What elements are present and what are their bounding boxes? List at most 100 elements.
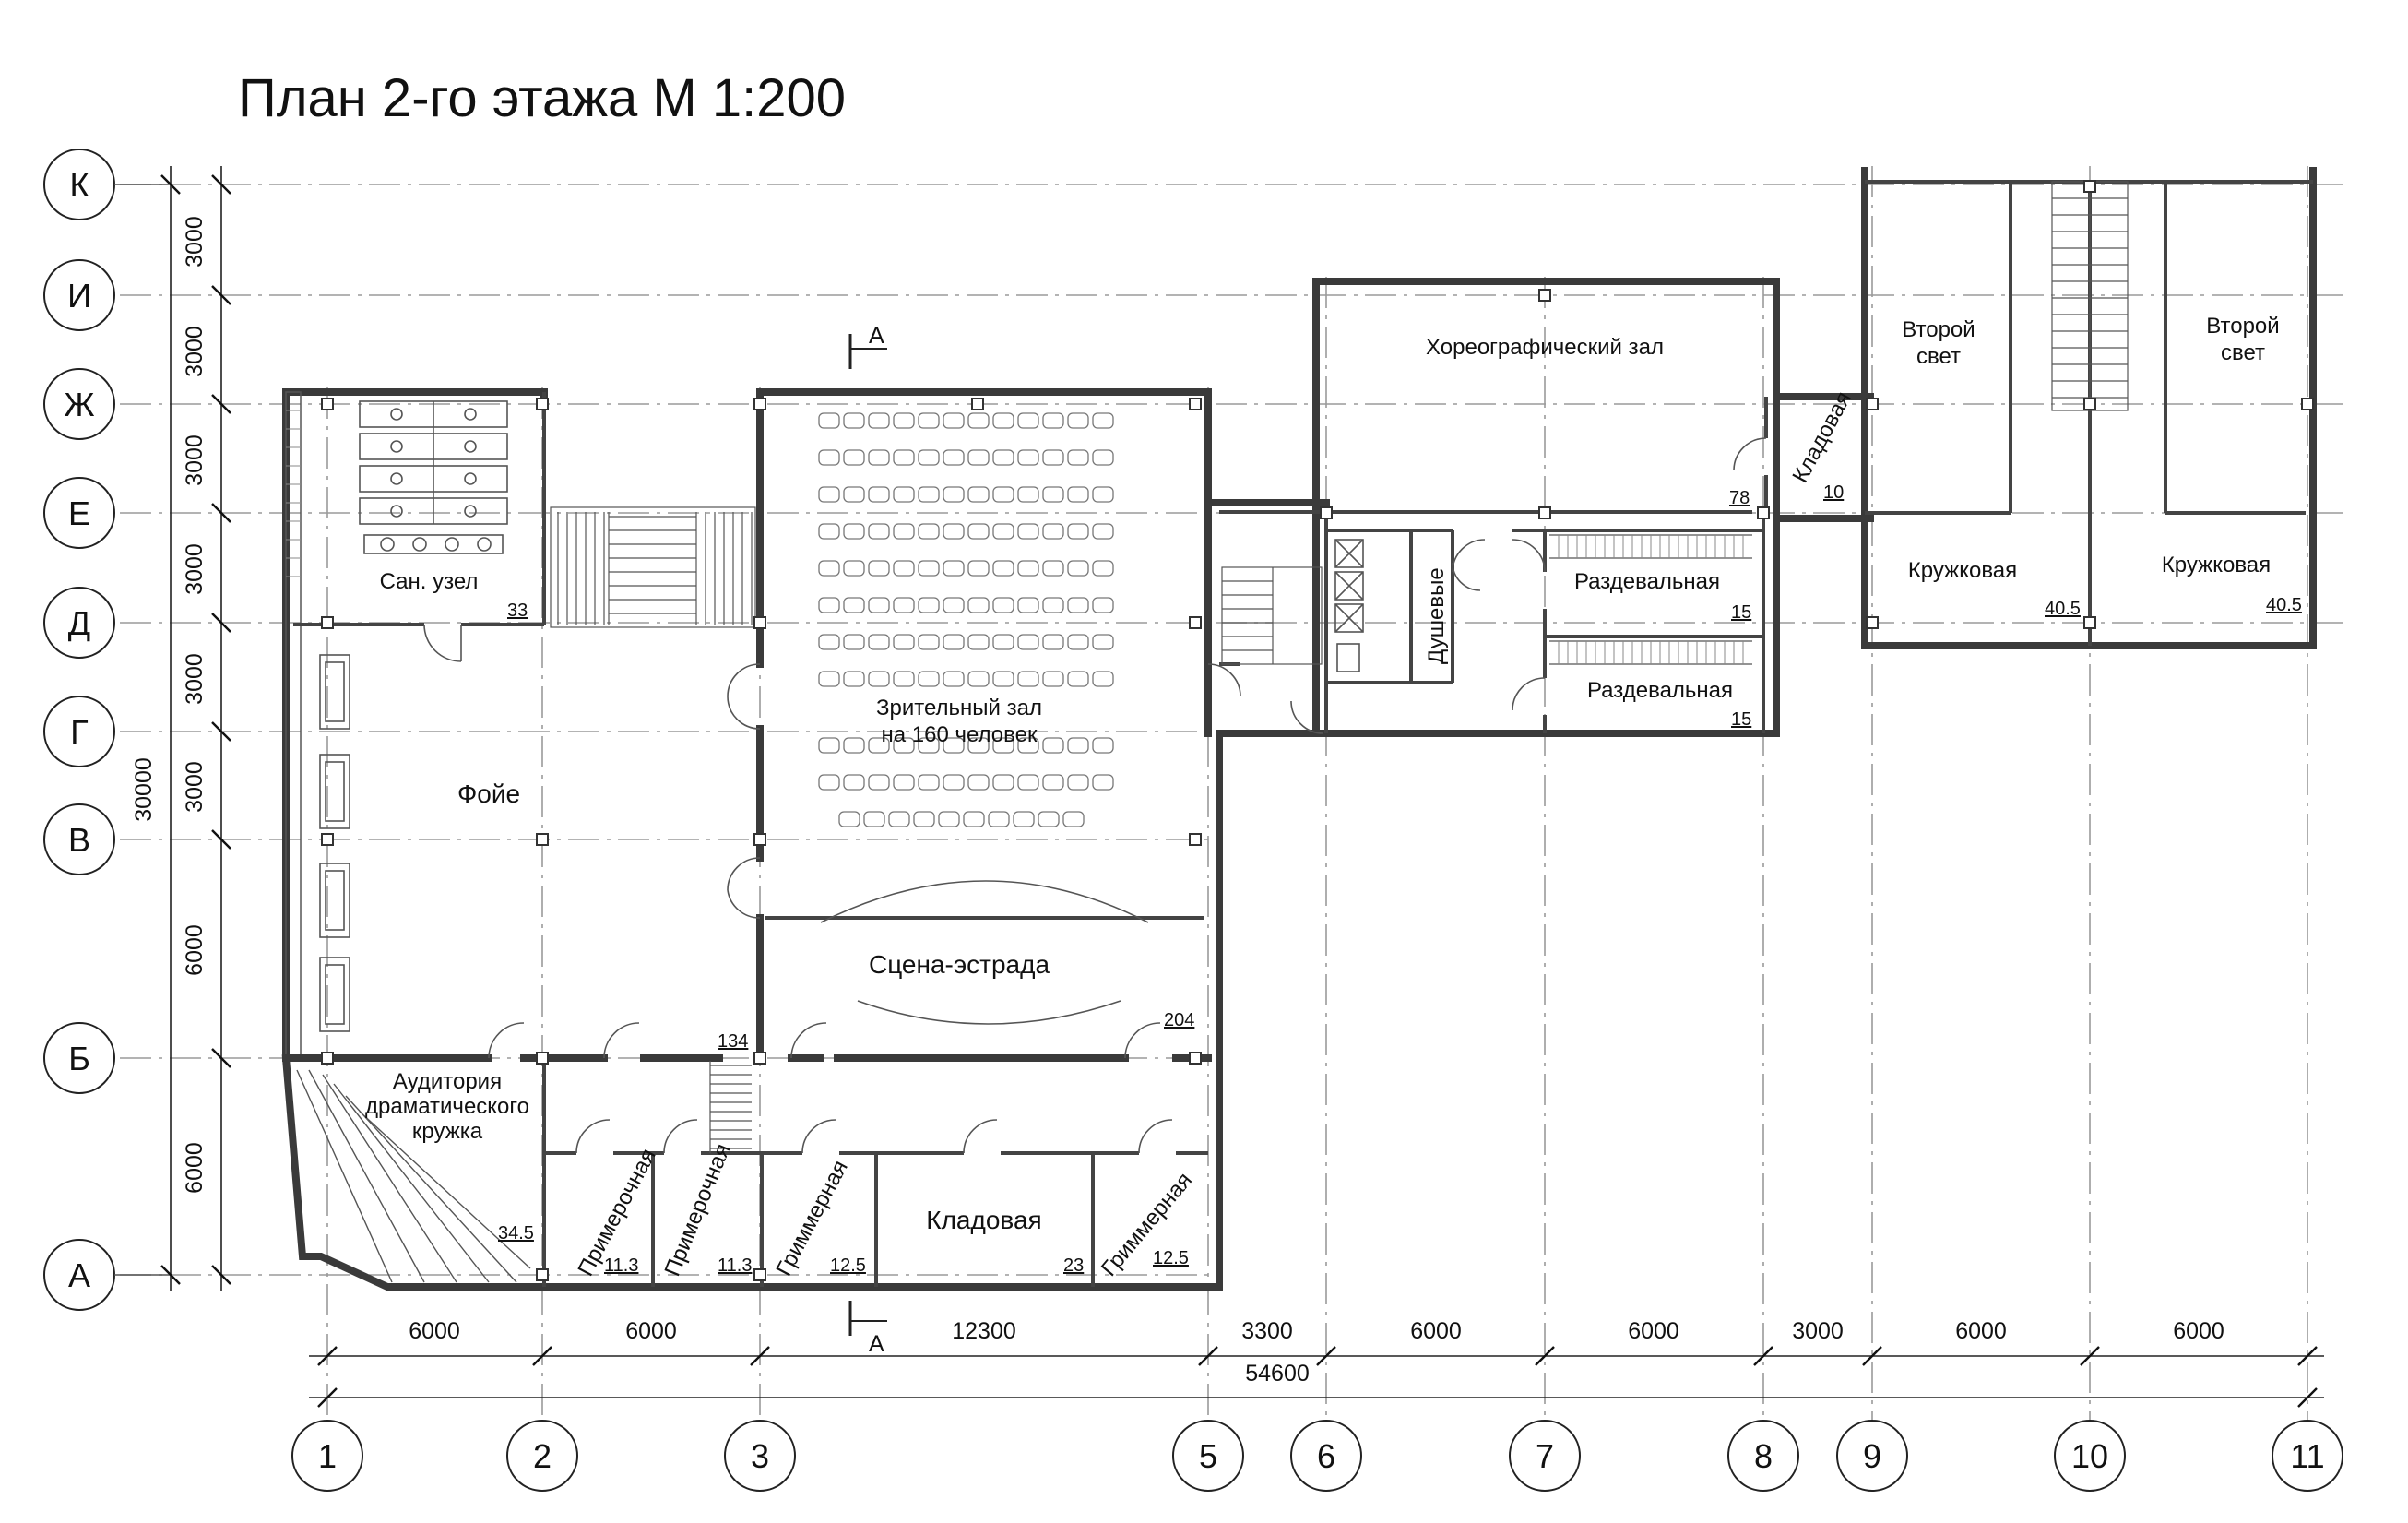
room-hall-line1: Зрительный зал [876, 696, 1042, 720]
room-showers: Душевые [1424, 567, 1449, 664]
seat [1067, 634, 1089, 650]
seat [868, 597, 890, 613]
columns [321, 180, 2314, 1281]
seat [988, 811, 1010, 827]
seat [992, 671, 1014, 687]
room-storage-main: Кладовая [926, 1206, 1041, 1234]
seat [1013, 811, 1035, 827]
seat [818, 671, 840, 687]
axis-number-6: 6 [1317, 1437, 1335, 1475]
dim-left-7: 6000 [182, 924, 208, 976]
area-makeup-2: 12.5 [1153, 1248, 1189, 1268]
room-hall-line2: на 160 человек [882, 722, 1038, 747]
axis-number-2: 2 [533, 1437, 552, 1475]
seat [967, 486, 990, 503]
seat [1017, 412, 1039, 429]
seat [992, 774, 1014, 791]
seat [838, 811, 860, 827]
bottom-dimensions: 6000 6000 12300 3300 6000 6000 3000 6000… [309, 1318, 2324, 1408]
axis-letter-I: И [67, 277, 91, 315]
seat [818, 634, 840, 650]
axis-number-3: 3 [751, 1437, 769, 1475]
area-foyer: 134 [718, 1031, 748, 1052]
seat [1017, 774, 1039, 791]
seat [1042, 774, 1064, 791]
seat [918, 523, 940, 540]
seat [918, 634, 940, 650]
seat [943, 560, 965, 577]
seat [868, 737, 890, 754]
section-mark-top: А [869, 323, 884, 349]
seat [1042, 560, 1064, 577]
seat [818, 597, 840, 613]
room-second-light-1-l1: Второй [1902, 317, 1975, 342]
seat [967, 597, 990, 613]
seat [1042, 449, 1064, 466]
seat [818, 449, 840, 466]
seat [967, 449, 990, 466]
toilet-fixtures [359, 400, 508, 554]
dim-left-5: 3000 [182, 653, 208, 705]
axis-letter-B: Б [68, 1040, 90, 1077]
seat [943, 597, 965, 613]
seat [1062, 811, 1085, 827]
dim-bottom-8: 6000 [1955, 1318, 2007, 1344]
seat [992, 597, 1014, 613]
section-mark-bottom: А [869, 1331, 884, 1357]
seat [1067, 449, 1089, 466]
axis-numbers: 1 2 3 5 6 7 8 9 10 11 [291, 1420, 2343, 1492]
seat [843, 737, 865, 754]
room-club-1: Кружковая [1908, 558, 2017, 583]
seat [943, 774, 965, 791]
seat [868, 449, 890, 466]
seat [893, 774, 915, 791]
room-club-2: Кружковая [2162, 553, 2271, 577]
seat [1067, 597, 1089, 613]
seat [1092, 449, 1114, 466]
seat [967, 560, 990, 577]
area-club-2: 40.5 [2266, 595, 2302, 615]
seat [918, 671, 940, 687]
seat [843, 449, 865, 466]
axis-number-11: 11 [2290, 1437, 2324, 1475]
axis-letter-A: А [68, 1256, 90, 1294]
seat [893, 523, 915, 540]
seat [943, 634, 965, 650]
seat [918, 486, 940, 503]
axis-letters: К И Ж Е Д Г В Б А [43, 149, 171, 1311]
seat [1067, 560, 1089, 577]
seat [868, 774, 890, 791]
seat [843, 560, 865, 577]
seat [943, 486, 965, 503]
area-san-uzel: 33 [507, 601, 528, 621]
plan-title: План 2-го этажа М 1:200 [238, 68, 846, 128]
seat [967, 774, 990, 791]
seat [918, 560, 940, 577]
seat [918, 412, 940, 429]
seat [1017, 486, 1039, 503]
seat [863, 811, 885, 827]
seat [1067, 774, 1089, 791]
seat [1092, 634, 1114, 650]
dim-left-1: 3000 [182, 216, 208, 268]
seat [1038, 811, 1060, 827]
seat [1067, 737, 1089, 754]
seat [1092, 671, 1114, 687]
shower-cubicles [1334, 539, 1364, 672]
room-auditorium-l2: драматического [365, 1094, 529, 1119]
room-second-light-1-l2: свет [1916, 344, 1961, 369]
seat [992, 737, 1014, 754]
axis-letter-G: Г [70, 713, 89, 751]
room-auditorium-l3: кружка [412, 1119, 483, 1144]
seat [868, 486, 890, 503]
seat [843, 412, 865, 429]
seat [992, 523, 1014, 540]
dim-bottom-4: 3300 [1241, 1318, 1293, 1344]
dim-left-3: 3000 [182, 434, 208, 486]
seat [918, 597, 940, 613]
area-makeup-1: 12.5 [830, 1255, 866, 1276]
room-auditorium-l1: Аудитория [393, 1069, 502, 1094]
seat [1092, 597, 1114, 613]
room-san-uzel: Сан. узел [380, 569, 479, 594]
seat [943, 671, 965, 687]
